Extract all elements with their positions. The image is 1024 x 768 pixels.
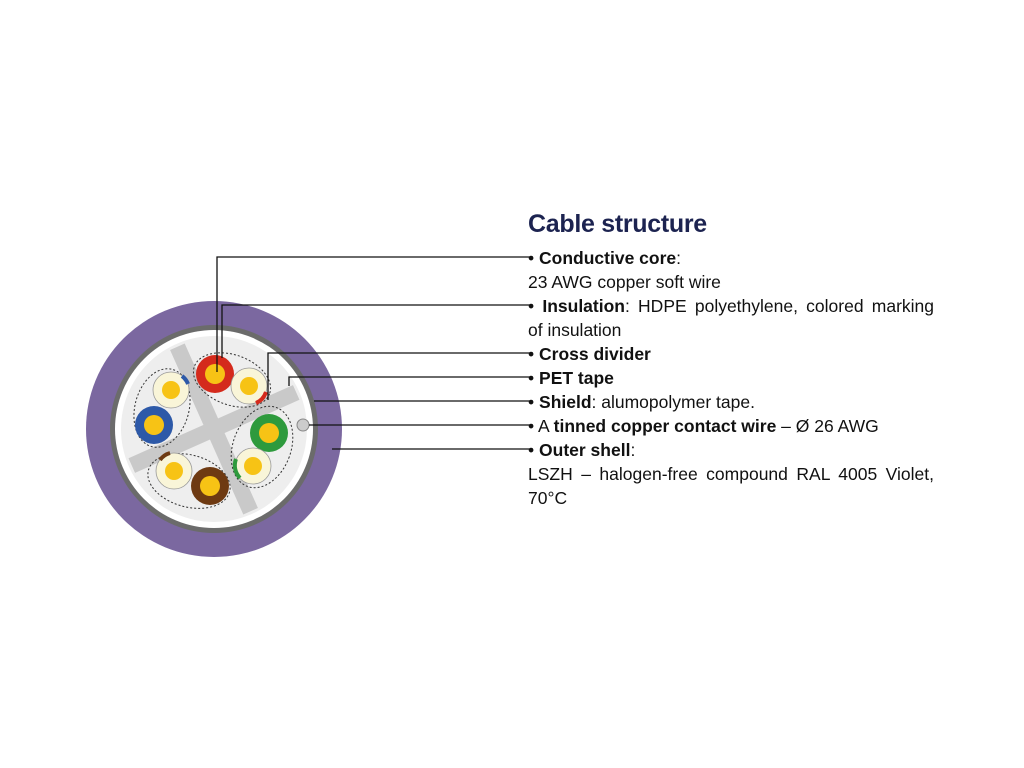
bullet: • (528, 248, 535, 268)
wire-pair-blue (135, 371, 190, 444)
label-outer-shell-detail: LSZH – halogen-free compound RAL 4005 Vi… (528, 464, 934, 508)
label-conductive-core-name: Conductive core (539, 248, 677, 268)
leader-insulation (221, 304, 533, 358)
bullet: • (528, 368, 535, 388)
label-insulation-detail: : HDPE polyethylene, colored marking of … (528, 296, 934, 340)
label-shield: • Shield: alumopolymer tape. (528, 390, 934, 414)
label-pet-tape-name: PET tape (539, 368, 614, 388)
label-contact-wire-detail: – Ø 26 AWG (776, 416, 879, 436)
label-insulation: • Insulation: HDPE polyethylene, colored… (528, 294, 934, 342)
bullet: • (528, 392, 535, 412)
pair-outlines (133, 352, 294, 509)
label-outer-shell: • Outer shell: LSZH – halogen-free compo… (528, 440, 934, 508)
contact-wire (296, 418, 310, 432)
label-shield-detail: : alumopolymer tape. (591, 392, 755, 412)
label-cross-divider: • Cross divider (528, 342, 934, 366)
label-conductive-core: • Conductive core: 23 AWG copper soft wi… (528, 248, 721, 292)
label-contact-wire-name: tinned copper contact wire (553, 416, 777, 436)
wire-pair-orange (196, 355, 268, 405)
diagram-title: Cable structure (528, 210, 707, 238)
leader-lines (216, 256, 533, 450)
bullet: • (528, 440, 535, 460)
label-pet-tape: • PET tape (528, 366, 934, 390)
label-insulation-name: Insulation (542, 296, 625, 316)
label-conductive-core-detail: 23 AWG copper soft wire (528, 272, 721, 292)
bullet: • (528, 296, 535, 316)
label-cross-divider-name: Cross divider (539, 344, 651, 364)
bullet: • (528, 416, 535, 436)
wire-pair-green (232, 414, 288, 485)
label-outer-shell-name: Outer shell (539, 440, 631, 460)
label-shield-name: Shield (539, 392, 592, 412)
leader-cross-divider (267, 352, 533, 400)
leader-pet-tape (288, 376, 533, 386)
wire-pair-brown (155, 451, 229, 505)
leader-conductive-core (216, 256, 533, 372)
bullet: • (528, 344, 535, 364)
label-contact-wire: • A tinned copper contact wire – Ø 26 AW… (528, 416, 879, 436)
